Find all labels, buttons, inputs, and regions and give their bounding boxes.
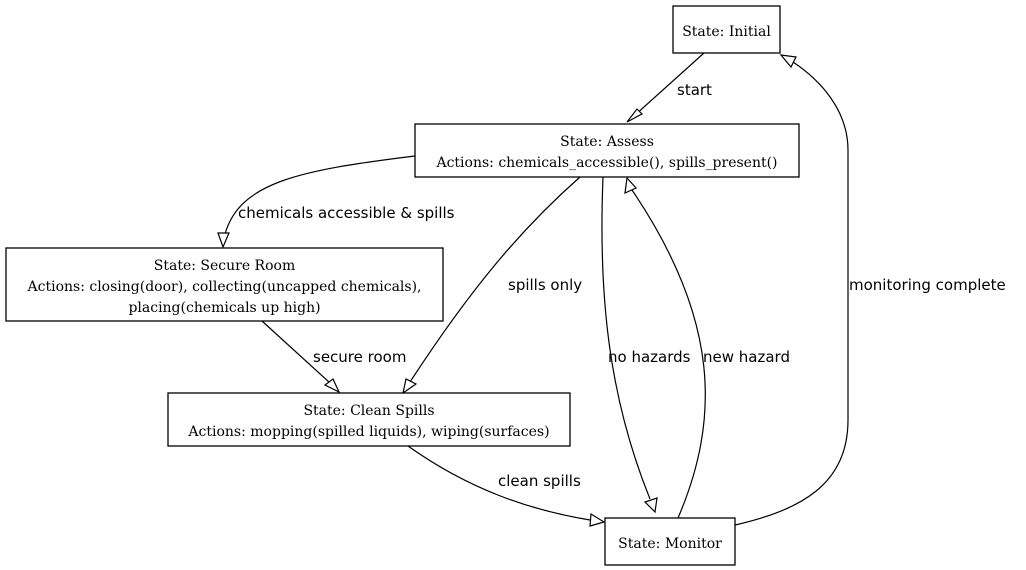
node-clean-spills-title: State: Clean Spills bbox=[303, 403, 434, 419]
node-secure-room-title: State: Secure Room bbox=[154, 258, 295, 274]
node-clean-spills-actions: Actions: mopping(spilled liquids), wipin… bbox=[187, 424, 549, 440]
node-secure-room-actions-line2: placing(chemicals up high) bbox=[128, 300, 320, 316]
edge-label-spills-only: spills only bbox=[508, 276, 582, 294]
node-assess-actions: Actions: chemicals_accessible(), spills_… bbox=[435, 155, 777, 171]
edge-monitor-to-initial bbox=[734, 54, 849, 526]
node-monitor[interactable]: State: Monitor bbox=[604, 517, 736, 566]
node-initial[interactable]: State: Initial bbox=[672, 5, 781, 54]
edge-monitor-to-assess bbox=[624, 176, 706, 519]
edge-label-clean-spills: clean spills bbox=[498, 472, 581, 490]
node-monitor-title: State: Monitor bbox=[618, 536, 722, 552]
node-assess[interactable]: State: Assess Actions: chemicals_accessi… bbox=[414, 123, 800, 178]
node-assess-title: State: Assess bbox=[560, 134, 654, 150]
node-secure-room[interactable]: State: Secure Room Actions: closing(door… bbox=[5, 247, 444, 322]
edge-assess-to-clean-spills bbox=[402, 176, 581, 395]
edge-label-chemicals-accessible-spills: chemicals accessible & spills bbox=[238, 204, 455, 222]
edge-clean-spills-to-monitor bbox=[407, 445, 606, 527]
edge-label-monitoring-complete: monitoring complete bbox=[849, 276, 1006, 294]
node-clean-spills[interactable]: State: Clean Spills Actions: mopping(spi… bbox=[167, 392, 571, 447]
edge-label-start: start bbox=[677, 81, 712, 99]
edge-label-secure-room: secure room bbox=[313, 348, 406, 366]
edge-label-no-hazards: no hazards bbox=[608, 348, 691, 366]
edge-initial-to-assess bbox=[626, 52, 705, 123]
edge-assess-to-secure-room bbox=[217, 155, 416, 249]
edge-assess-to-monitor bbox=[601, 176, 658, 514]
node-initial-title: State: Initial bbox=[682, 24, 771, 40]
edge-label-new-hazard: new hazard bbox=[703, 348, 790, 366]
edge-secure-room-to-clean-spills bbox=[261, 320, 341, 394]
node-secure-room-actions-line1: Actions: closing(door), collecting(uncap… bbox=[27, 279, 422, 295]
